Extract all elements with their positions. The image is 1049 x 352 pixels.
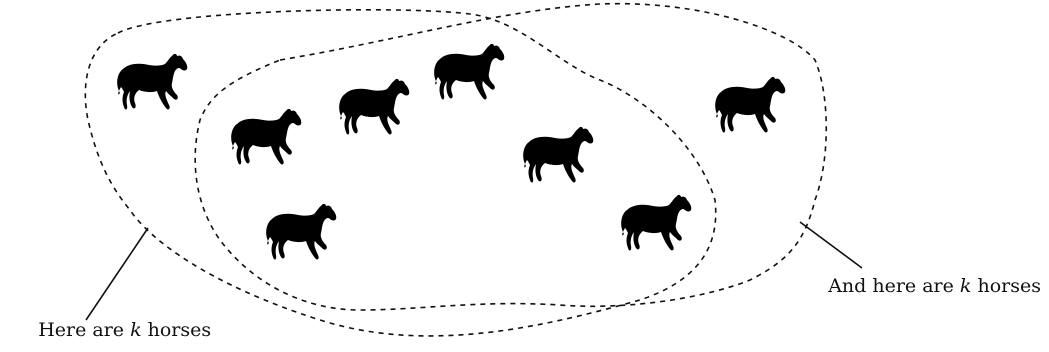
right-label-pointer bbox=[800, 222, 862, 268]
horse-silhouette-icon bbox=[434, 44, 504, 100]
right-set-outline bbox=[195, 4, 826, 310]
horse-silhouette-icon bbox=[339, 79, 409, 135]
horse-silhouette-icon bbox=[117, 54, 187, 110]
horse-silhouette-icon bbox=[523, 127, 593, 183]
right-label-suffix: horses bbox=[971, 275, 1041, 297]
left-label-variable: k bbox=[130, 319, 142, 341]
horse-silhouette-icon bbox=[621, 195, 691, 251]
horse-silhouette-icon bbox=[715, 77, 785, 133]
left-label-prefix: Here are bbox=[38, 319, 130, 341]
right-set-label: And here are k horses bbox=[798, 275, 1049, 297]
right-label-variable: k bbox=[960, 275, 972, 297]
left-set-label: Here are k horses bbox=[8, 319, 229, 341]
left-label-pointer bbox=[86, 228, 148, 320]
left-label-suffix: horses bbox=[142, 319, 212, 341]
horse-silhouette-icon bbox=[231, 109, 301, 165]
right-label-prefix: And here are bbox=[827, 275, 960, 297]
horse-silhouette-icon bbox=[266, 204, 336, 260]
